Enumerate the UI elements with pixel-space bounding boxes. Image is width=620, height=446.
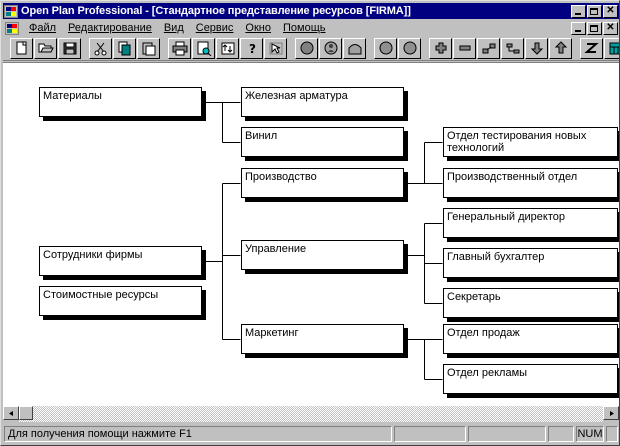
document-icon[interactable] xyxy=(5,22,19,35)
toolbar: ? xyxy=(3,37,619,61)
diagram-node-proizvodstvo[interactable]: Производство xyxy=(241,168,404,198)
restore-button[interactable] xyxy=(587,4,602,18)
status-bar: Для получения помощи нажмите F1 NUM xyxy=(3,424,619,443)
title-bar[interactable]: Open Plan Professional - [Стандартное пр… xyxy=(3,3,619,19)
open-folder-icon[interactable] xyxy=(34,38,57,59)
status-hint: Для получения помощи нажмите F1 xyxy=(4,425,392,442)
mdi-window-controls: ✕ xyxy=(570,22,619,35)
mdi-close-icon: ✕ xyxy=(606,22,615,33)
diagram-node-proizv_otdel[interactable]: Производственный отдел xyxy=(443,168,618,198)
node-label: Отдел продаж xyxy=(447,327,520,339)
node-label: Главный бухгалтер xyxy=(447,251,545,263)
remove-minus-icon[interactable] xyxy=(453,38,476,59)
scroll-thumb[interactable] xyxy=(19,406,33,420)
diagram-connectors xyxy=(202,102,443,380)
diagram-node-gen_director[interactable]: Генеральный директор xyxy=(443,208,618,238)
ellipse-icon[interactable] xyxy=(374,38,397,59)
copy-icon[interactable] xyxy=(113,38,136,59)
menu-item-tools[interactable]: Сервис xyxy=(195,22,234,34)
mdi-restore-button[interactable] xyxy=(587,22,602,35)
menu-item-window[interactable]: Окно xyxy=(245,22,271,34)
scroll-left-button[interactable] xyxy=(3,406,19,420)
scroll-track[interactable] xyxy=(19,406,603,422)
mdi-close-button[interactable]: ✕ xyxy=(603,22,618,35)
diagram-node-vinil[interactable]: Винил xyxy=(241,127,404,157)
diagram-node-otd_test[interactable]: Отдел тестирования новых технологий xyxy=(443,127,618,157)
save-disk-icon[interactable] xyxy=(58,38,81,59)
diagram-node-otd_reklamy[interactable]: Отдел рекламы xyxy=(443,364,618,394)
move-up-icon[interactable] xyxy=(549,38,572,59)
diagram-node-zhel_armat[interactable]: Железная арматура xyxy=(241,87,404,117)
table-icon[interactable] xyxy=(604,38,619,59)
menu-item-file[interactable]: Файл xyxy=(29,22,57,34)
circle-person-icon[interactable] xyxy=(319,38,342,59)
cut-scissors-icon[interactable] xyxy=(89,38,112,59)
help-arrow-icon[interactable] xyxy=(264,38,287,59)
status-pane-6 xyxy=(606,425,618,442)
diagram-node-upravlenie[interactable]: Управление xyxy=(241,240,404,270)
diagram-node-sekretar[interactable]: Секретарь xyxy=(443,288,618,318)
diagram-node-marketing[interactable]: Маркетинг xyxy=(241,324,404,354)
unlink-icon[interactable] xyxy=(501,38,524,59)
close-icon: ✕ xyxy=(606,4,615,16)
status-num-indicator: NUM xyxy=(576,425,604,442)
node-label: Производство xyxy=(245,171,317,183)
node-label: Материалы xyxy=(43,90,102,102)
add-plus-icon[interactable] xyxy=(429,38,452,59)
app-icon[interactable] xyxy=(4,4,18,18)
node-label: Отдел тестирования новых технологий xyxy=(447,130,587,154)
node-label: Генеральный директор xyxy=(447,211,565,223)
node-label: Секретарь xyxy=(447,291,501,303)
svg-text:?: ? xyxy=(249,42,256,56)
window-title: Open Plan Professional - [Стандартное пр… xyxy=(21,5,411,17)
diagram-node-sotrudniki[interactable]: Сотрудники фирмы xyxy=(39,246,202,276)
move-down-icon[interactable] xyxy=(525,38,548,59)
node-label: Отдел рекламы xyxy=(447,367,528,379)
node-label: Производственный отдел xyxy=(447,171,578,183)
diagram-node-gl_buhgalter[interactable]: Главный бухгалтер xyxy=(443,248,618,278)
close-button[interactable]: ✕ xyxy=(603,4,618,18)
dome-node-icon[interactable] xyxy=(343,38,366,59)
link-icon[interactable] xyxy=(477,38,500,59)
print-icon[interactable] xyxy=(168,38,191,59)
mdi-minimize-button[interactable] xyxy=(571,22,586,35)
paste-icon[interactable] xyxy=(137,38,160,59)
node-label: Управление xyxy=(245,243,307,255)
node-label: Железная арматура xyxy=(245,90,348,102)
horizontal-scrollbar[interactable] xyxy=(3,406,619,422)
minimize-button[interactable] xyxy=(571,4,586,18)
print-preview-icon[interactable] xyxy=(192,38,215,59)
menu-item-help[interactable]: Помощь xyxy=(282,22,326,34)
status-pane-4 xyxy=(548,425,574,442)
node-label: Винил xyxy=(245,130,278,142)
menu-item-edit[interactable]: Редактирование xyxy=(68,22,152,34)
diagram-node-otd_prodazh[interactable]: Отдел продаж xyxy=(443,324,618,354)
status-pane-3 xyxy=(468,425,546,442)
status-pane-2 xyxy=(394,425,466,442)
diagram-node-stoim_res[interactable]: Стоимостные ресурсы xyxy=(39,286,202,316)
ellipse-filled-icon[interactable] xyxy=(398,38,421,59)
node-label: Сотрудники фирмы xyxy=(43,249,143,261)
scroll-right-button[interactable] xyxy=(603,406,619,420)
window-controls: ✕ xyxy=(570,4,618,18)
zigzag-icon[interactable] xyxy=(580,38,603,59)
sort-icon[interactable] xyxy=(216,38,239,59)
menu-item-view[interactable]: Вид xyxy=(163,22,184,34)
node-label: Маркетинг xyxy=(245,327,299,339)
help-question-icon[interactable]: ? xyxy=(240,38,263,59)
diagram-node-materialy[interactable]: Материалы xyxy=(39,87,202,117)
node-label: Стоимостные ресурсы xyxy=(43,289,159,301)
new-document-icon[interactable] xyxy=(10,38,33,59)
scroll-left-icon xyxy=(8,410,13,416)
circle-node-icon[interactable] xyxy=(295,38,318,59)
menu-bar: Файл Редактирование Вид Сервис Окно Помо… xyxy=(3,20,619,37)
scroll-right-icon xyxy=(609,410,614,416)
